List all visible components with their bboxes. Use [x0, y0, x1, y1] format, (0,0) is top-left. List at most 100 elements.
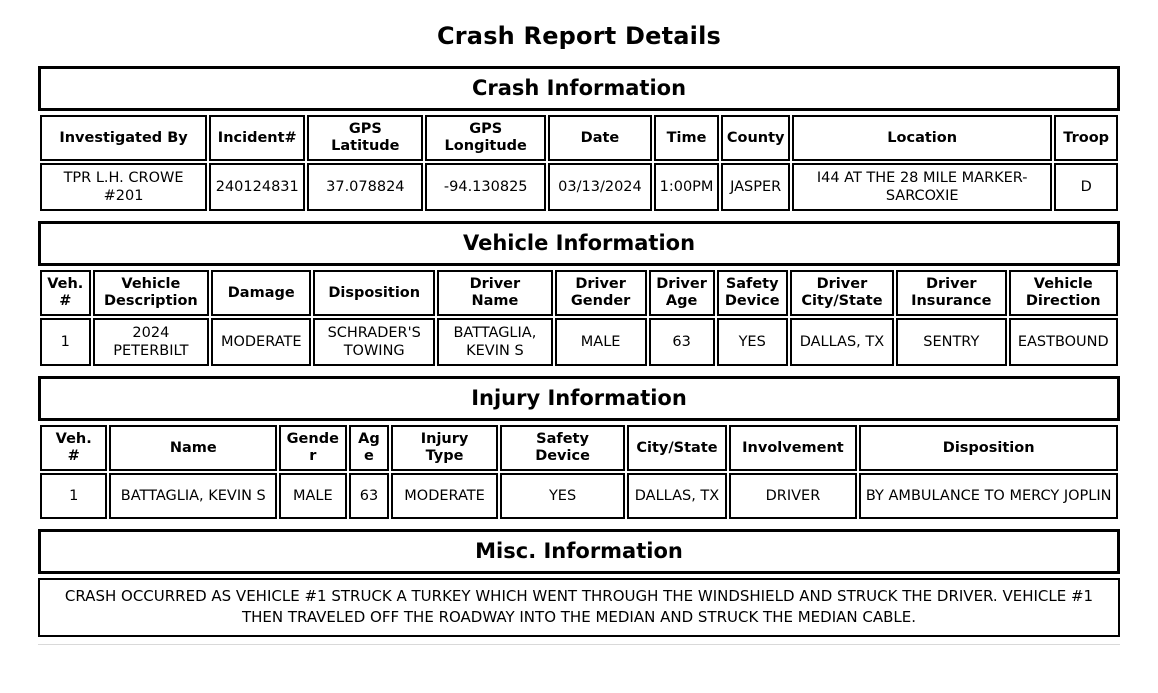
col-header-veh-number-line2: # — [59, 293, 72, 309]
cell-age: 63 — [348, 473, 390, 519]
section-spacer — [38, 368, 1120, 376]
col-header-age: Age — [348, 425, 390, 471]
cell-vehicle-direction: EASTBOUND — [1008, 318, 1118, 366]
col-header-gps-latitude-line2: Latitude — [331, 138, 400, 154]
col-header-driver-gender: Driver Gender — [554, 270, 647, 316]
cell-investigated-by: TPR L.H. CROWE #201 — [40, 163, 208, 211]
cell-driver-city-state: DALLAS, TX — [789, 318, 895, 366]
col-header-veh-number-line1: Veh. — [55, 431, 92, 447]
col-header-gps-latitude: GPS Latitude — [307, 115, 424, 161]
col-header-injury-type-line2: Type — [425, 448, 464, 464]
col-header-gps-longitude-line2: Longitude — [444, 138, 527, 154]
cell-driver-gender: MALE — [554, 318, 647, 366]
col-header-incident-number: Incident# — [209, 115, 306, 161]
col-header-city-state: City/State — [627, 425, 727, 471]
col-header-date: Date — [548, 115, 652, 161]
col-header-safety-device-line1: Safety — [725, 276, 779, 292]
bottom-divider — [38, 644, 1120, 645]
cell-gps-longitude: -94.130825 — [425, 163, 547, 211]
crash-information-table: Investigated By Incident# GPS Latitude G… — [38, 113, 1120, 213]
col-header-driver-name-line2: Name — [471, 293, 519, 309]
col-header-disposition: Disposition — [859, 425, 1118, 471]
col-header-veh-number-line1: Veh. — [47, 276, 84, 292]
cell-disposition: BY AMBULANCE TO MERCY JOPLIN — [859, 473, 1118, 519]
col-header-vehicle-direction-line2: Direction — [1025, 293, 1101, 309]
col-header-veh-number-line2: # — [67, 448, 80, 464]
misc-information-band: Misc. Information — [38, 529, 1120, 574]
cell-incident-number: 240124831 — [209, 163, 306, 211]
col-header-gps-latitude-line1: GPS — [348, 121, 382, 137]
cell-troop: D — [1054, 163, 1118, 211]
col-header-driver-city-state-line1: Driver — [816, 276, 868, 292]
col-header-damage: Damage — [211, 270, 312, 316]
col-header-veh-number: Veh. # — [40, 425, 108, 471]
col-header-troop: Troop — [1054, 115, 1118, 161]
table-row: 1 BATTAGLIA, KEVIN S MALE 63 MODERATE YE… — [40, 473, 1118, 519]
col-header-safety-device-line2: Device — [724, 293, 780, 309]
cell-safety-device: YES — [499, 473, 626, 519]
col-header-county: County — [721, 115, 790, 161]
cell-disposition: SCHRADER'S TOWING — [313, 318, 436, 366]
injury-information-band: Injury Information — [38, 376, 1120, 421]
cell-driver-name: BATTAGLIA, KEVIN S — [437, 318, 553, 366]
table-row: 1 2024 PETERBILT MODERATE SCHRADER'S TOW… — [40, 318, 1118, 366]
col-header-safety-device-line2: Device — [535, 448, 590, 464]
col-header-gps-longitude: GPS Longitude — [425, 115, 547, 161]
section-spacer — [38, 521, 1120, 529]
col-header-driver-city-state-line2: City/State — [801, 293, 883, 309]
col-header-gender: Gender — [279, 425, 347, 471]
crash-information-band: Crash Information — [38, 66, 1120, 111]
cell-location: I44 AT THE 28 MILE MARKER-SARCOXIE — [792, 163, 1053, 211]
cell-driver-age: 63 — [648, 318, 715, 366]
col-header-driver-name: Driver Name — [437, 270, 553, 316]
col-header-involvement: Involvement — [728, 425, 858, 471]
cell-city-state: DALLAS, TX — [627, 473, 727, 519]
vehicle-information-band: Vehicle Information — [38, 221, 1120, 266]
report-body: Crash Information Investigated By Incide… — [38, 66, 1120, 645]
cell-involvement: DRIVER — [728, 473, 858, 519]
col-header-driver-age-line2: Age — [665, 293, 698, 309]
col-header-investigated-by: Investigated By — [40, 115, 208, 161]
col-header-gps-longitude-line1: GPS — [469, 121, 503, 137]
cell-date: 03/13/2024 — [548, 163, 652, 211]
misc-narrative-text: CRASH OCCURRED AS VEHICLE #1 STRUCK A TU… — [38, 578, 1120, 637]
col-header-vehicle-description: Vehicle Description — [92, 270, 210, 316]
col-header-driver-insurance-line2: Insurance — [911, 293, 992, 309]
col-header-driver-gender-line1: Driver — [575, 276, 626, 292]
col-header-vehicle-direction-line1: Vehicle — [1033, 276, 1093, 292]
crash-report-page: Crash Report Details Crash Information I… — [0, 19, 1158, 645]
cell-gender: MALE — [279, 473, 347, 519]
col-header-driver-gender-line2: Gender — [570, 293, 631, 309]
col-header-name: Name — [109, 425, 278, 471]
col-header-driver-insurance-line1: Driver — [925, 276, 977, 292]
col-header-time: Time — [653, 115, 720, 161]
col-header-vehicle-description-line1: Vehicle — [121, 276, 181, 292]
col-header-disposition: Disposition — [313, 270, 436, 316]
table-header-row: Veh. # Name Gender Age Injury Type Safet… — [40, 425, 1118, 471]
vehicle-information-table: Veh. # Vehicle Description Damage Dispos… — [38, 268, 1120, 368]
cell-gps-latitude: 37.078824 — [307, 163, 424, 211]
table-header-row: Veh. # Vehicle Description Damage Dispos… — [40, 270, 1118, 316]
col-header-driver-insurance: Driver Insurance — [896, 270, 1007, 316]
col-header-injury-type-line1: Injury — [420, 431, 469, 447]
cell-veh-number: 1 — [40, 473, 108, 519]
table-row: TPR L.H. CROWE #201 240124831 37.078824 … — [40, 163, 1118, 211]
cell-county: JASPER — [721, 163, 790, 211]
section-spacer — [38, 213, 1120, 221]
col-header-veh-number: Veh. # — [40, 270, 91, 316]
col-header-vehicle-description-line2: Description — [103, 293, 198, 309]
cell-time: 1:00PM — [653, 163, 720, 211]
cell-veh-number: 1 — [40, 318, 91, 366]
injury-information-table: Veh. # Name Gender Age Injury Type Safet… — [38, 423, 1120, 521]
col-header-location: Location — [792, 115, 1053, 161]
col-header-vehicle-direction: Vehicle Direction — [1008, 270, 1118, 316]
col-header-injury-type: Injury Type — [391, 425, 498, 471]
col-header-driver-age-line1: Driver — [656, 276, 707, 292]
col-header-driver-age: Driver Age — [648, 270, 715, 316]
page-title: Crash Report Details — [436, 22, 722, 50]
cell-vehicle-description: 2024 PETERBILT — [92, 318, 210, 366]
cell-injury-type: MODERATE — [391, 473, 498, 519]
cell-damage: MODERATE — [211, 318, 312, 366]
cell-safety-device: YES — [716, 318, 788, 366]
col-header-driver-name-line1: Driver — [469, 276, 521, 292]
